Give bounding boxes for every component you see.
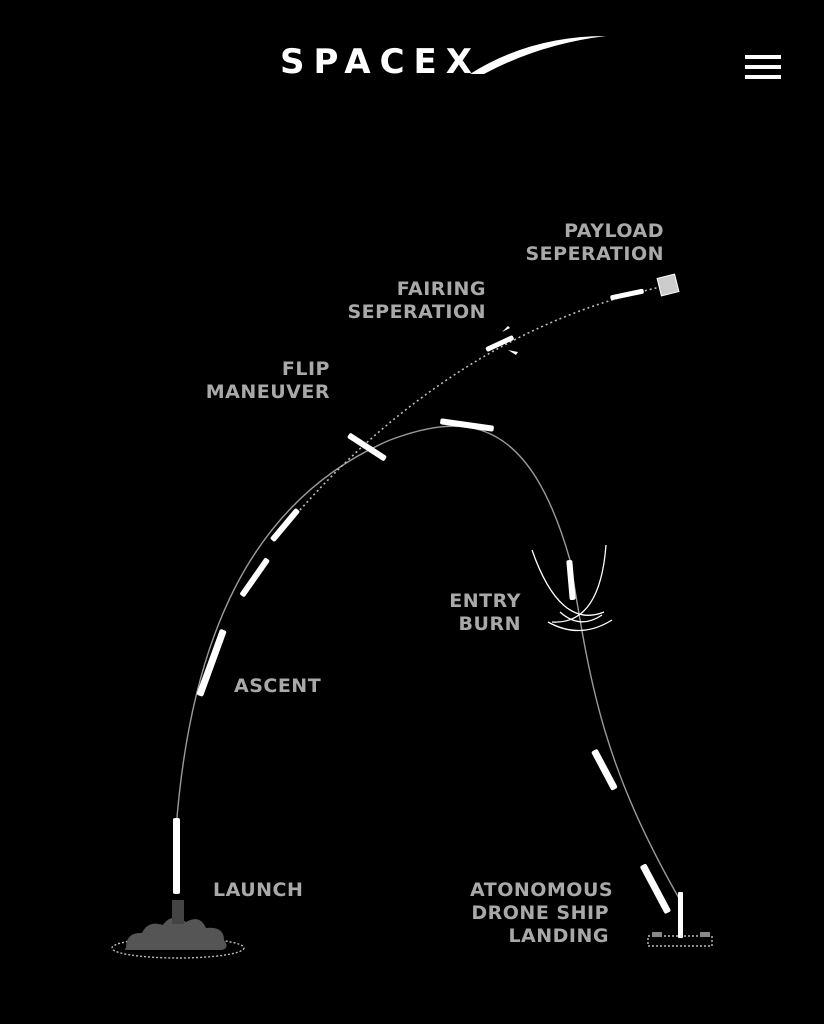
- fairing-rocket: [485, 335, 514, 352]
- entry-burn-plume: [531, 544, 613, 632]
- entry-burn-rocket: [566, 559, 576, 601]
- fairing-halves: [502, 326, 518, 355]
- label-entry-burn: ENTRY BURN: [449, 590, 521, 635]
- label-launch: LAUNCH: [213, 879, 304, 901]
- logo-swoosh-icon: [470, 36, 606, 74]
- label-payload-separation: PAYLOAD SEPERATION: [525, 220, 664, 265]
- label-ascent: ASCENT: [234, 675, 322, 697]
- ascent-rocket-3: [270, 508, 300, 542]
- ascent-rocket-1: [196, 629, 227, 697]
- hamburger-menu-icon[interactable]: [745, 55, 781, 79]
- apex-rocket: [440, 418, 494, 432]
- label-flip-maneuver: FLIP MANEUVER: [205, 358, 330, 403]
- descent-rocket-2: [640, 863, 671, 914]
- spacex-logo[interactable]: SPACEX: [280, 42, 481, 82]
- upper-stage-trajectory: [299, 284, 671, 511]
- payload-stage-rocket: [610, 288, 644, 301]
- drone-ship: [647, 932, 713, 947]
- descent-rocket-1: [591, 749, 618, 791]
- ascent-trajectory: [175, 439, 391, 831]
- flip-rocket: [347, 433, 387, 461]
- ascent-rocket-2: [240, 558, 270, 597]
- launch-smoke: [111, 900, 245, 959]
- payload-satellite: [656, 273, 680, 297]
- landed-rocket: [678, 892, 683, 938]
- launch-rocket: [173, 818, 180, 894]
- booster-return-trajectory: [389, 425, 681, 901]
- label-drone-ship-landing: ATONOMOUS DRONE SHIP LANDING: [470, 879, 614, 947]
- label-fairing-separation: FAIRING SEPERATION: [347, 278, 486, 323]
